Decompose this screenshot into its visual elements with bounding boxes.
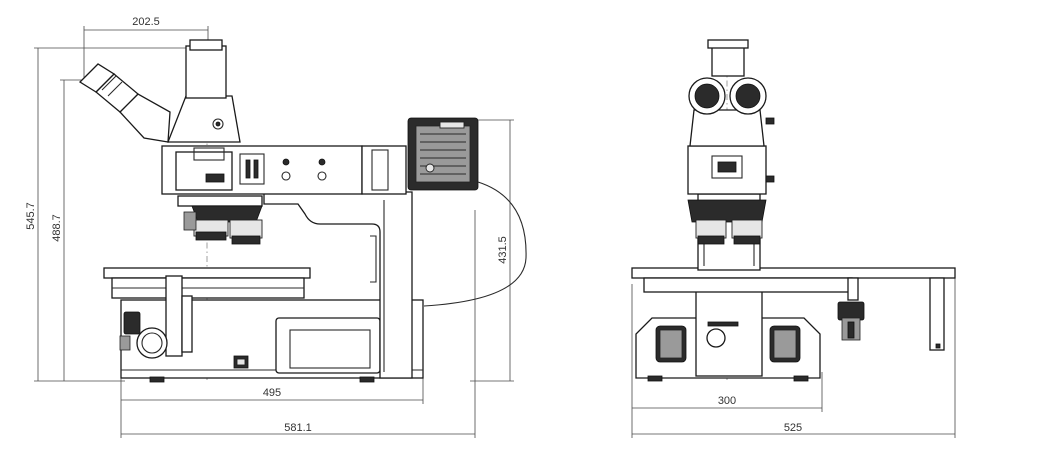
- front-lamp-height-label: 431.5: [497, 236, 509, 264]
- side-head: [688, 39, 775, 147]
- front-focus-knob: [119, 311, 168, 359]
- side-dimension-lines: [631, 40, 956, 438]
- front-total-height-label: 545.7: [25, 202, 37, 230]
- side-illuminator: [687, 145, 775, 195]
- front-lamp-house: [407, 117, 527, 307]
- side-nosepiece: [687, 199, 767, 245]
- front-pillar: [263, 191, 413, 379]
- front-trinocular-head: [78, 39, 241, 143]
- front-stage: [103, 267, 311, 357]
- front-eyepiece-offset-label: 202.5: [132, 16, 160, 28]
- front-illuminator-arm: [161, 145, 407, 195]
- side-stage: [631, 267, 956, 351]
- front-nosepiece: [177, 195, 263, 245]
- front-base-depth-label: 495: [263, 387, 281, 399]
- side-base-width-label: 300: [718, 395, 736, 407]
- front-eyepiece-height-label: 488.7: [51, 214, 63, 242]
- side-view: 300 525: [631, 39, 956, 438]
- front-total-depth-label: 581.1: [284, 422, 312, 434]
- side-stage-width-label: 525: [784, 422, 802, 434]
- front-view: 202.5 545.7 488.7 431.5 495 581.1: [25, 16, 527, 438]
- side-base: [635, 289, 821, 382]
